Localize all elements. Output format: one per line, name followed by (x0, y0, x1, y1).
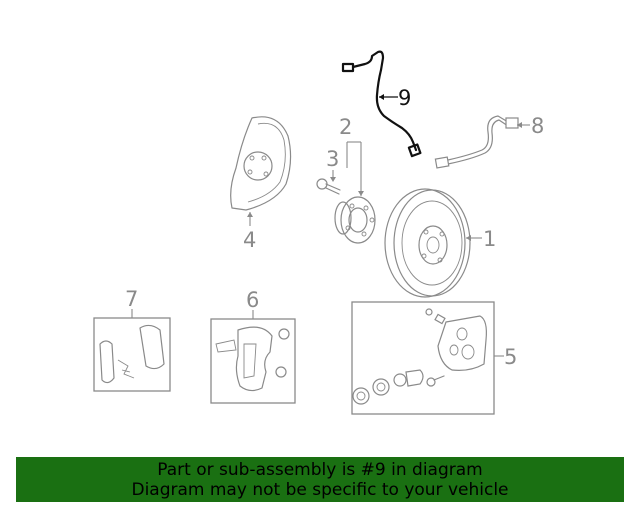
callout-1: 1 (466, 227, 496, 251)
callout-2: 2 (339, 115, 364, 196)
callout-9: 9 (379, 86, 411, 110)
svg-text:5: 5 (504, 345, 517, 369)
part-9-wheel-speed-sensor[interactable] (341, 50, 422, 158)
callout-3: 3 (326, 147, 339, 182)
callout-4: 4 (243, 212, 256, 252)
part-6-caliper-bracket (210, 318, 296, 404)
svg-text:8: 8 (531, 114, 544, 138)
part-7-brake-pads (93, 317, 171, 392)
callout-8: 8 (517, 114, 544, 138)
svg-text:9: 9 (398, 86, 411, 110)
svg-text:7: 7 (125, 287, 138, 311)
info-banner: Part or sub-assembly is #9 in diagram Di… (16, 457, 624, 502)
svg-text:2: 2 (339, 115, 352, 139)
part-5-caliper-assembly (351, 301, 495, 415)
callout-6: 6 (246, 288, 259, 319)
part-4-splash-shield (230, 116, 292, 211)
part-2-hub-bearing (334, 196, 376, 244)
banner-line-2: Diagram may not be specific to your vehi… (131, 479, 509, 500)
part-3-hub-bolt (316, 178, 341, 195)
part-8-brake-hose (434, 115, 519, 169)
svg-text:6: 6 (246, 288, 259, 312)
part-1-brake-rotor (384, 188, 471, 298)
callout-5: 5 (494, 345, 517, 369)
callout-7: 7 (125, 287, 138, 318)
banner-line-1: Part or sub-assembly is #9 in diagram (157, 459, 483, 480)
svg-text:4: 4 (243, 228, 256, 252)
svg-text:1: 1 (483, 227, 496, 251)
svg-text:3: 3 (326, 147, 339, 171)
